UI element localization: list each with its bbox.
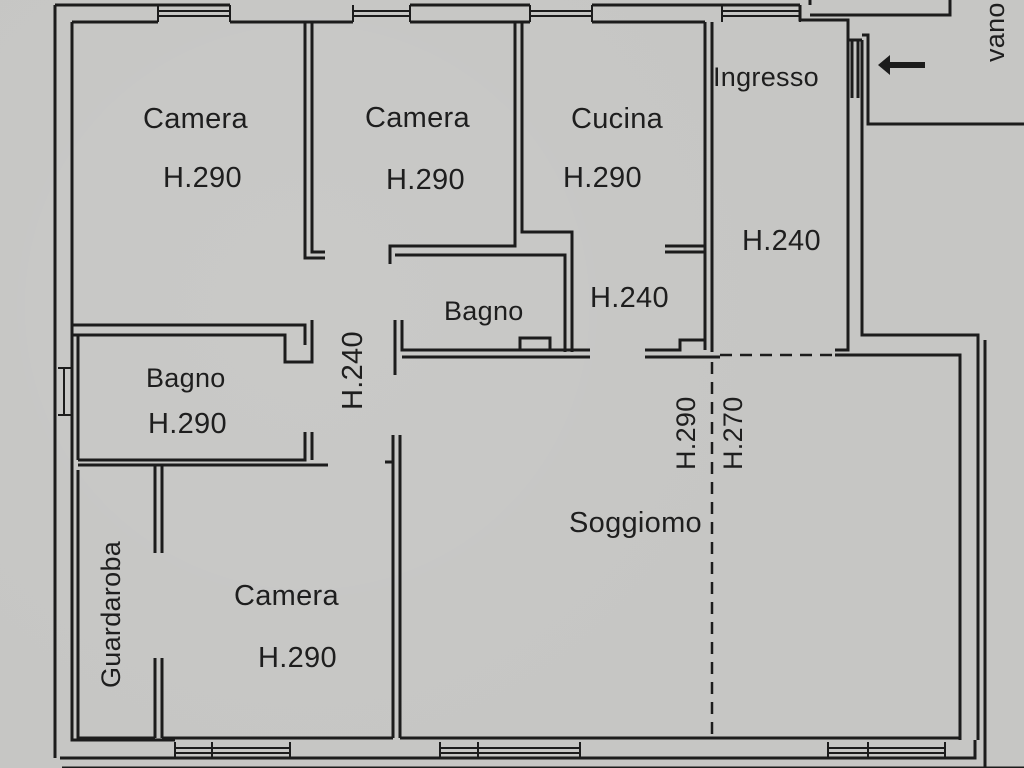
height-label-ingresso: H.240 — [742, 225, 821, 257]
height-label-bagno-left: H.290 — [148, 408, 227, 440]
room-label-camera-1: Camera — [143, 103, 248, 135]
room-label-cucina: Cucina — [571, 103, 664, 135]
window-bottom-1 — [174, 742, 291, 758]
height-label-cucina: H.290 — [563, 162, 642, 194]
room-label-bagno-left: Bagno — [146, 363, 226, 393]
arrow-left-icon — [878, 55, 925, 75]
room-label-ingresso: Ingresso — [713, 62, 819, 92]
stair-label: vano — [980, 2, 1010, 62]
room-label-bagno-center: Bagno — [444, 296, 524, 326]
window-bottom-3 — [827, 742, 946, 758]
window-top-2 — [352, 5, 411, 22]
window-top-3 — [529, 5, 593, 22]
room-label-guardaroba: Guardaroba — [96, 540, 126, 688]
height-label-soggiorno-left: H.290 — [671, 396, 701, 470]
window-top-4 — [721, 5, 801, 22]
height-label-camera-3: H.290 — [258, 642, 337, 674]
room-label-soggiorno: Soggiomo — [569, 507, 702, 539]
height-label-disimpegno: H.240 — [590, 282, 669, 314]
window-top-1 — [157, 5, 231, 22]
height-label-corridoio: H.240 — [337, 331, 369, 410]
height-label-camera-1: H.290 — [163, 162, 242, 194]
room-label-camera-3: Camera — [234, 580, 339, 612]
height-label-camera-2: H.290 — [386, 164, 465, 196]
room-label-camera-2: Camera — [365, 102, 470, 134]
window-bottom-2 — [439, 742, 581, 758]
height-label-soggiorno-right: H.270 — [718, 396, 748, 470]
